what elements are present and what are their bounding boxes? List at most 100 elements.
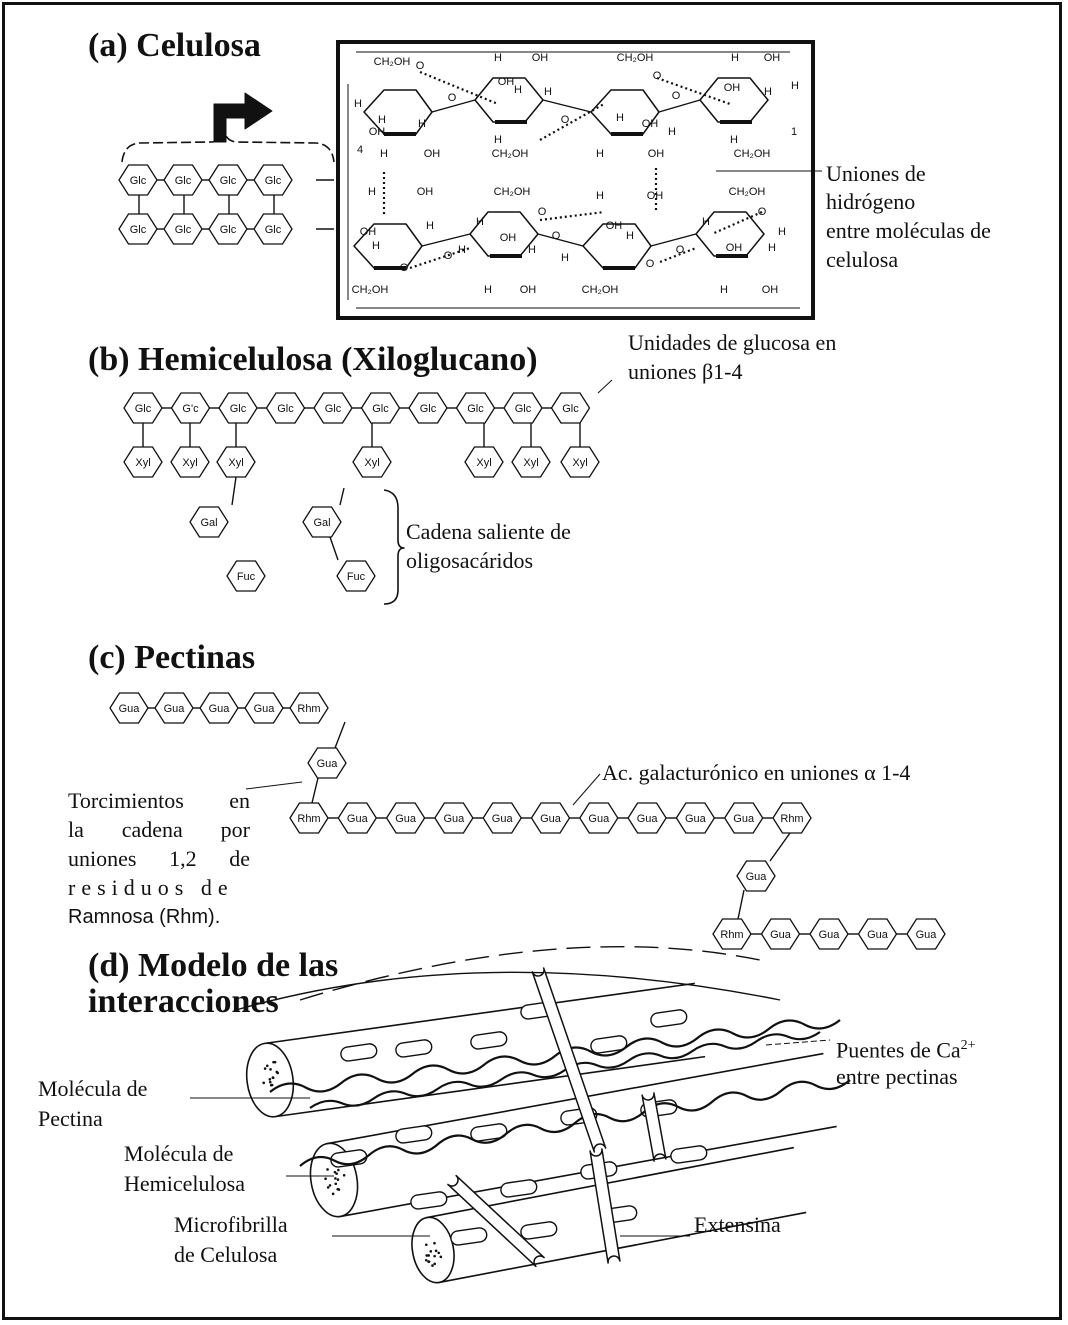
- atom-label: H: [528, 244, 536, 256]
- pectin-hexagon-label: Gua: [540, 813, 562, 825]
- atom-label: H: [596, 148, 604, 160]
- hemicellulose-crosslink: [450, 1227, 488, 1246]
- atom-label: H: [791, 80, 799, 92]
- fibril-dot: [337, 1178, 340, 1181]
- fibril-dot: [332, 1193, 335, 1196]
- fibril-dot: [433, 1255, 436, 1258]
- atom-label: H: [426, 220, 434, 232]
- fibril-dot: [338, 1188, 341, 1191]
- pectin-hexagon-label: Rhm: [297, 813, 320, 825]
- xyloglucan-glc-hexagon-label: Glc: [515, 403, 532, 415]
- atom-label: H: [730, 134, 738, 146]
- pectin-hexagon-label: Gua: [588, 813, 610, 825]
- atom-label: H: [702, 216, 710, 228]
- hemicellulose-crosslink: [395, 1125, 433, 1144]
- pectin-hexagon-label: Gua: [119, 703, 141, 715]
- xylose-hexagon-label: Xyl: [476, 457, 491, 469]
- atom-label: H: [768, 242, 776, 254]
- atom-label: H: [368, 186, 376, 198]
- branch-bond: [330, 537, 338, 560]
- fibril-dot: [334, 1182, 337, 1185]
- atom-label: H: [380, 148, 388, 160]
- glc-hexagon-label: Glc: [265, 175, 282, 187]
- atom-label: H: [484, 284, 492, 296]
- cellulose-structure-box: [338, 42, 813, 318]
- atom-label: OH: [532, 52, 549, 64]
- hemicellulose-crosslink: [470, 1031, 508, 1050]
- pectin-hexagon-label: Rhm: [720, 929, 743, 941]
- atom-label: CH₂OH: [582, 284, 619, 296]
- hemicellulose-crosslink: [650, 1009, 688, 1028]
- atom-label: O: [646, 258, 655, 270]
- pectin-hexagon-label: Gua: [819, 929, 841, 941]
- pectin-hexagon-label: Gua: [733, 813, 755, 825]
- atom-label: H: [731, 52, 739, 64]
- atom-label: OH: [500, 232, 517, 244]
- fibril-outline: [236, 972, 780, 1010]
- atom-label: O: [758, 206, 767, 218]
- atom-label: OH: [642, 118, 659, 130]
- xylose-hexagon-label: Xyl: [572, 457, 587, 469]
- atom-label: O: [653, 70, 662, 82]
- fibril-dot: [326, 1168, 329, 1171]
- fibril-dot: [262, 1082, 265, 1085]
- atom-label: H: [778, 226, 786, 238]
- atom-label: OH: [606, 220, 623, 232]
- pectin-hexagon-label: Gua: [444, 813, 466, 825]
- pectin-hexagon-label: Rhm: [297, 703, 320, 715]
- atom-label: H: [514, 84, 522, 96]
- xyloglucan-glc-hexagon-label: G'c: [182, 403, 199, 415]
- hemicellulose-crosslink: [500, 1179, 538, 1198]
- fibril-dot: [266, 1064, 269, 1067]
- hemicellulose-crosslink: [395, 1039, 433, 1058]
- fibril-dot: [269, 1068, 272, 1071]
- fibril-dot: [428, 1260, 431, 1263]
- leader-line: [598, 380, 612, 393]
- pectin-hexagon-label: Rhm: [780, 813, 803, 825]
- branch-bond: [312, 778, 318, 803]
- pectin-hexagon-label: Gua: [209, 703, 231, 715]
- fibril-dot: [427, 1254, 430, 1257]
- oxygen-label: O: [672, 90, 681, 102]
- cellulose-microfibril: [265, 983, 705, 1116]
- xylose-hexagon-label: Xyl: [523, 457, 538, 469]
- glc-hexagon-label: Glc: [175, 175, 192, 187]
- xylose-hexagon-label: Xyl: [364, 457, 379, 469]
- fibril-dot: [275, 1071, 278, 1074]
- pectin-hexagon-label: Gua: [317, 758, 339, 770]
- fibril-dot: [343, 1174, 346, 1177]
- pectin-hexagon-label: Gua: [254, 703, 276, 715]
- atom-label: CH₂OH: [352, 284, 389, 296]
- oxygen-label: O: [448, 92, 457, 104]
- atom-label: O: [416, 60, 425, 72]
- atom-label: H: [561, 252, 569, 264]
- leader-line: [246, 782, 302, 789]
- branch-bond: [770, 833, 790, 861]
- atom-label: H: [378, 114, 386, 126]
- fibril-dot: [435, 1250, 438, 1253]
- atom-label: CH₂OH: [729, 186, 766, 198]
- glc-hexagon-label: Glc: [130, 175, 147, 187]
- fibril-dot: [335, 1172, 338, 1175]
- branch-bond: [738, 890, 744, 919]
- xyloglucan-glc-hexagon-label: Glc: [277, 403, 294, 415]
- atom-label: OH: [764, 52, 781, 64]
- glc-hexagon-label: Glc: [265, 224, 282, 236]
- atom-label: OH: [360, 226, 377, 238]
- atom-label: OH: [520, 284, 537, 296]
- fibril-dot: [425, 1243, 428, 1246]
- cellulose-microfibril-end: [407, 1214, 460, 1286]
- fibril-dot: [337, 1169, 340, 1172]
- fibril-dot: [269, 1081, 272, 1084]
- xylose-hexagon-label: Xyl: [182, 457, 197, 469]
- pectin-hexagon-label: Gua: [770, 929, 792, 941]
- hemicellulose-crosslink: [520, 1221, 558, 1240]
- brace-icon: [122, 130, 334, 162]
- hemicellulose-crosslink: [410, 1191, 448, 1210]
- atom-label: H: [372, 240, 380, 252]
- fibril-dot: [334, 1177, 337, 1180]
- fibril-dot: [324, 1177, 327, 1180]
- atom-label: H: [494, 52, 502, 64]
- atom-label: OH: [762, 284, 779, 296]
